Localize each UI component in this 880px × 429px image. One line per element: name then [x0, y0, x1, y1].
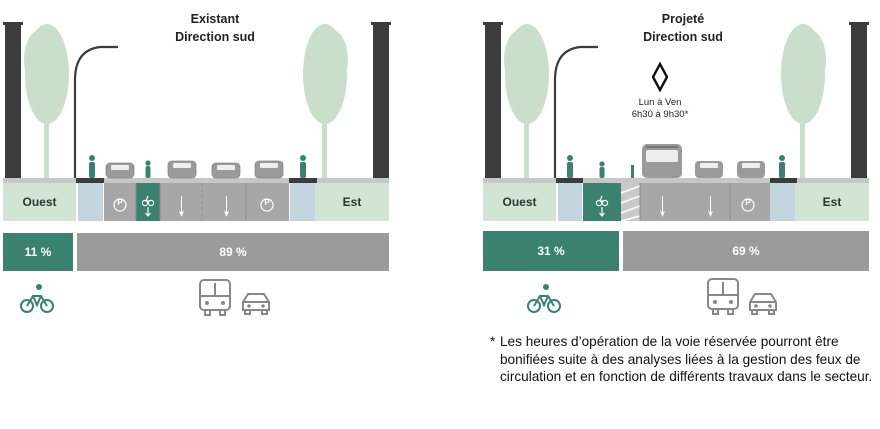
panel-title-line2: Direction sud — [643, 30, 723, 44]
vehicle-share-bar: 89 % — [77, 233, 389, 271]
lane-arrow-icon — [179, 196, 229, 217]
sidewalk-east-blue — [290, 183, 315, 221]
bus-icon — [199, 279, 231, 316]
panel-title: Projeté Direction sud — [608, 10, 758, 46]
reserved-hours-times: 6h30 à 9h30* — [631, 109, 689, 120]
panel-title-line1: Projeté — [661, 12, 705, 26]
tree-west — [24, 24, 69, 178]
bike-share-bar: 11 % — [3, 233, 73, 271]
bicycle-icon — [527, 284, 561, 313]
panel-title: Existant Direction sud — [140, 10, 290, 46]
reserved-hours: Lun à Ven 6h30 à 9h30* — [600, 97, 720, 121]
bus-icon — [642, 144, 682, 178]
parking-icon — [113, 198, 274, 212]
bus-icon — [707, 278, 739, 315]
reserved-lane-diamond-icon — [651, 61, 669, 93]
building-east — [373, 22, 389, 180]
tree-east — [303, 24, 348, 178]
footnote: * Les heures d’opération de la voie rése… — [490, 333, 875, 386]
car-icon — [749, 293, 777, 315]
label-west: Ouest — [483, 183, 556, 221]
street-light — [73, 45, 118, 180]
pedestrian-icon — [89, 155, 306, 178]
reserved-hours-days: Lun à Ven — [638, 97, 682, 108]
bike-lane-symbol-icon — [141, 195, 155, 217]
bike-share-bar: 31 % — [483, 231, 619, 271]
roadway — [104, 183, 289, 221]
parking-letter: P — [117, 198, 123, 207]
panel-title-line2: Direction sud — [175, 30, 255, 44]
footnote-marker: * — [490, 334, 496, 349]
footnote-text: Les heures d’opération de la voie réserv… — [500, 334, 873, 385]
panel-title-line1: Existant — [190, 12, 240, 26]
sidewalk-west-blue — [78, 183, 103, 221]
label-east: Est — [795, 183, 869, 221]
bicycle-icon — [20, 284, 54, 313]
car-icon — [242, 293, 270, 315]
parking-letter: P — [745, 198, 751, 207]
building-west — [5, 22, 21, 180]
label-east: Est — [315, 183, 389, 221]
parking-letter: P — [264, 198, 270, 207]
vehicle-share-bar: 69 % — [623, 231, 869, 271]
car-icon — [105, 160, 284, 179]
label-west: Ouest — [3, 183, 76, 221]
